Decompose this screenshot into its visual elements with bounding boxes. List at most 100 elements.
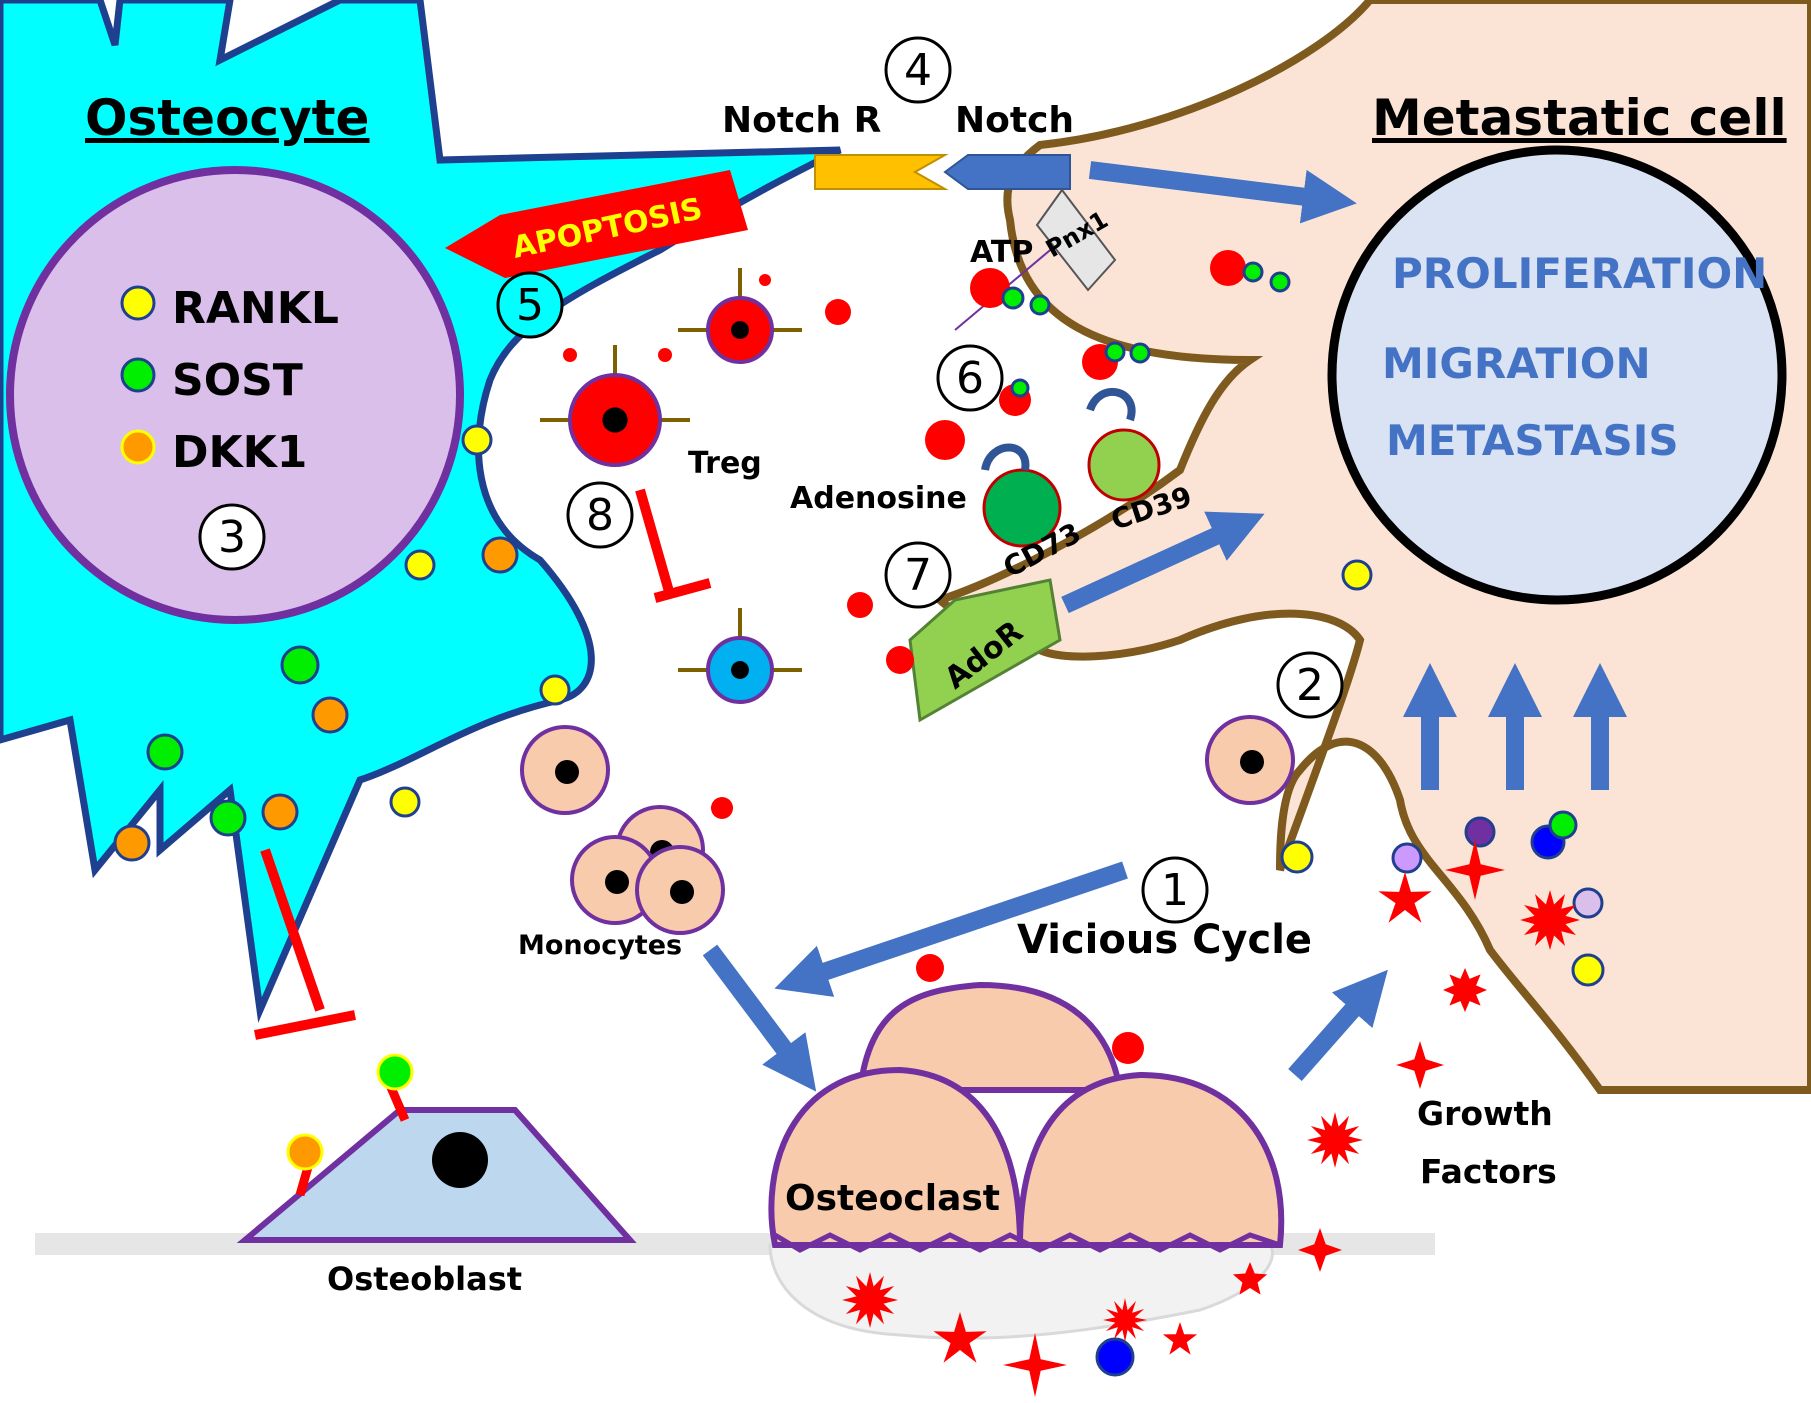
step-marker-1: 1 [1141, 856, 1209, 924]
growth-factor-star [1396, 1041, 1444, 1089]
step-number: 1 [1161, 865, 1189, 916]
legend-dkk1-dot [120, 429, 156, 465]
molecule-dot [209, 799, 247, 837]
metastatic-cell-nucleus [1327, 145, 1787, 605]
outcome-metastasis: METASTASIS [1386, 416, 1679, 465]
molecule-dot [404, 549, 436, 581]
molecule-dot [1010, 378, 1030, 398]
step-number: 2 [1296, 660, 1324, 711]
pathway-arrows [702, 161, 1627, 1092]
molecule-dot [970, 268, 1010, 308]
growth-factors-label-line2: Factors [1420, 1152, 1557, 1191]
cd39-enzyme [1087, 428, 1161, 502]
cell-nucleus [602, 407, 628, 433]
cd73-hook [981, 443, 1030, 472]
step-circle [884, 541, 952, 609]
osteocyte-title: Osteocyte [85, 89, 369, 147]
ador-receptor [908, 578, 1062, 723]
step-marker-7: 7 [884, 541, 952, 609]
molecule-dot [1095, 1337, 1135, 1377]
step-number: 7 [904, 550, 932, 601]
inhibit-osteoblast [254, 848, 356, 1040]
molecule-dot [916, 954, 944, 982]
legend-rankl-dot [120, 285, 156, 321]
molecule-dot [1341, 559, 1373, 591]
growth-factor-star [1443, 968, 1487, 1012]
molecule-dot [925, 420, 965, 460]
molecule-dot [1571, 953, 1605, 987]
molecule-dots [113, 250, 1605, 1377]
osteoclast-cell [768, 981, 1285, 1253]
pathway-arrow [1061, 511, 1265, 614]
pnx1-channel [1035, 188, 1117, 292]
molecule-dot [113, 824, 151, 862]
molecule-dot [1280, 840, 1314, 874]
growth-factor-stars [842, 840, 1580, 1397]
notch-r-label: Notch R [722, 100, 881, 141]
step-number: 5 [516, 280, 544, 331]
step-marker-4: 4 [884, 36, 952, 104]
growth-factor-star [1378, 872, 1432, 923]
treg-label: Treg [688, 446, 762, 481]
legend-dkk1-label: DKK1 [172, 427, 307, 478]
osteoblast-nucleus [432, 1132, 488, 1188]
molecule-dot [886, 646, 914, 674]
molecule-dot [759, 274, 771, 286]
molecule-dot [1112, 1032, 1144, 1064]
monocytes-label: Monocytes [518, 930, 682, 961]
step-markers: 1 2 3 4 5 6 7 8 [198, 36, 1344, 924]
growth-factor-star [1445, 840, 1505, 900]
step-circle [884, 36, 952, 104]
step-circle [566, 481, 634, 549]
step-circle [496, 271, 564, 339]
growth-factor-star [1298, 1228, 1342, 1272]
growth-factor-star [1003, 1333, 1067, 1397]
growth-factor-star [933, 1312, 987, 1363]
step-number: 4 [904, 45, 932, 96]
step-circle [1141, 856, 1209, 924]
legend-dots [120, 285, 156, 465]
molecule-dot [461, 424, 493, 456]
molecule-dot [1242, 261, 1264, 283]
osteocyte-nucleus [6, 166, 464, 624]
molecule-dot [389, 786, 421, 818]
growth-factor-star [1162, 1322, 1198, 1355]
cd73-enzyme [982, 468, 1062, 548]
step-circle [198, 503, 266, 571]
molecule-dot [1269, 271, 1291, 293]
step-number: 8 [586, 490, 614, 541]
molecule-dot [711, 797, 733, 819]
legend-rankl-label: RANKL [172, 283, 339, 334]
step-circle [936, 344, 1004, 412]
growth-factor-star [1307, 1112, 1363, 1168]
step-number: 6 [956, 353, 984, 404]
monocyte-nucleus [670, 880, 694, 904]
osteoclast-label: Osteoclast [785, 1178, 1000, 1219]
step-marker-8: 8 [566, 481, 634, 549]
molecule-dot [1104, 341, 1126, 363]
step-circle [1276, 651, 1344, 719]
growth-factor-star [1232, 1262, 1268, 1295]
immune-cells [520, 268, 1295, 935]
notch-r-receptor [814, 154, 949, 190]
cell-nucleus [731, 661, 749, 679]
molecule-dot [146, 733, 184, 771]
legend-sost-dot [120, 357, 156, 393]
molecule-dot [1548, 810, 1578, 840]
pathway-arrow [1088, 161, 1357, 224]
growth-factor-star [1520, 890, 1580, 950]
step-marker-5: 5 [496, 271, 564, 339]
treg-cell-small [678, 268, 802, 364]
osteoblast-label: Osteoblast [327, 1260, 522, 1298]
molecule-dot [563, 348, 577, 362]
growth-factor-star [1103, 1298, 1147, 1342]
cell-nucleus [731, 321, 749, 339]
treg-cell [540, 345, 690, 467]
molecule-dot [1572, 887, 1604, 919]
cd39-hook [1086, 388, 1136, 422]
notch-ligand [943, 154, 1071, 190]
step-marker-3: 3 [198, 503, 266, 571]
molecule-dot [261, 793, 299, 831]
